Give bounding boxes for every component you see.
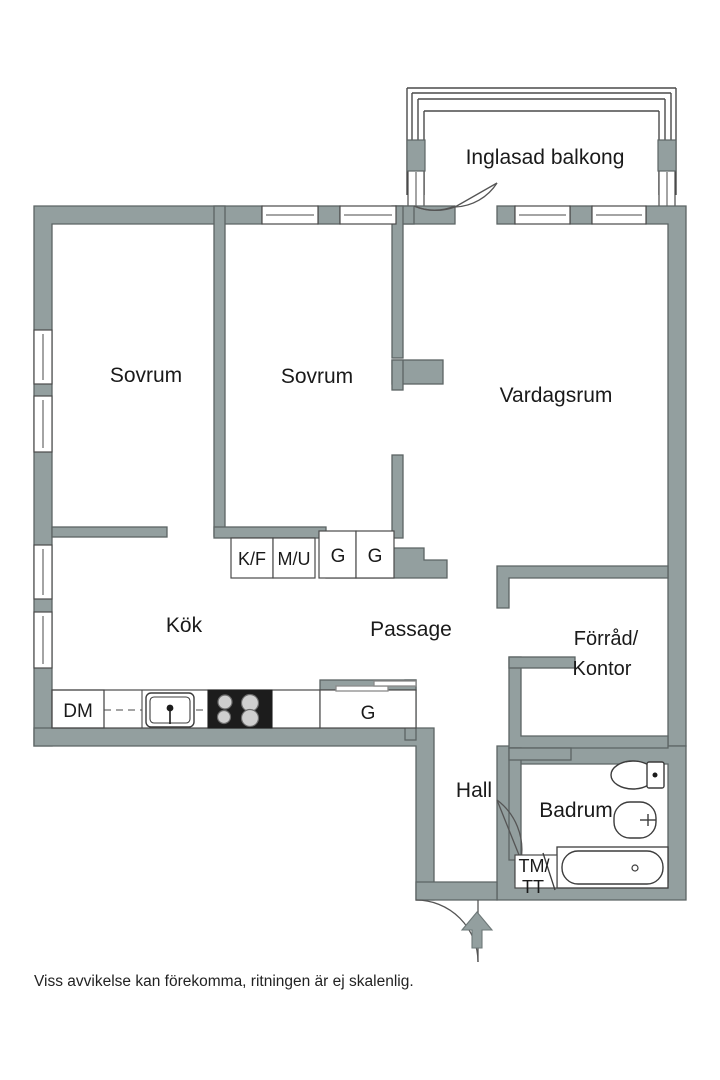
wall-interior-passage — [391, 454, 404, 539]
bathroom-fixtures — [514, 760, 669, 891]
wall-bath-hall — [508, 747, 522, 861]
room-label-kitchen: Kök — [166, 614, 203, 637]
wall-pier-top-4 — [569, 205, 593, 225]
wall-pier-top-3 — [496, 205, 516, 225]
wall-bath-top — [508, 747, 572, 761]
cabinet-label-washer-2: TT — [522, 877, 544, 897]
balcony-posts — [406, 139, 677, 172]
cabinet-micro-oven — [272, 537, 316, 579]
wall-storage-left-stub — [508, 656, 576, 669]
kitchen-counter — [51, 689, 321, 729]
room-label-bedroom-1: Sovrum — [110, 364, 182, 387]
passage-wardrobe — [319, 680, 417, 729]
room-label-hall: Hall — [456, 779, 492, 802]
cabinet-label-wardrobe-2: G — [368, 546, 383, 567]
room-label-passage: Passage — [370, 618, 452, 641]
room-label-storage-line2: Kontor — [573, 658, 632, 680]
cabinet-bank — [230, 530, 395, 579]
stove-cooktop — [207, 689, 273, 729]
cabinet-label-dishwasher: DM — [63, 701, 93, 722]
doors — [413, 205, 523, 963]
wall-stub-living-leg — [391, 359, 404, 391]
washbasin — [613, 801, 657, 839]
cabinet-wardrobe-1 — [318, 530, 357, 579]
wall-stub-kitchen — [51, 526, 168, 538]
door-bathroom-leaf — [496, 799, 522, 861]
cabinet-fridge-freezer — [230, 537, 274, 579]
cabinet-washer-dryer — [514, 854, 558, 889]
cabinet-label-fridge-freezer: K/F — [238, 549, 266, 569]
wall-interior-bedrooms — [213, 205, 226, 537]
disclaimer-caption: Viss avvikelse kan förekomma, ritningen … — [34, 973, 414, 990]
balcony-mullion-lines — [415, 172, 668, 206]
room-label-bedroom-2: Sovrum — [281, 365, 353, 388]
wall-entrance-threshold — [415, 881, 498, 901]
cabinet-label-wardrobe-3: G — [361, 703, 376, 724]
bathtub — [556, 846, 669, 889]
door-balcony-group — [454, 182, 498, 208]
room-label-bathroom: Badrum — [539, 799, 613, 822]
cabinet-label-washer-1: TM/ — [519, 856, 550, 876]
walls — [33, 205, 687, 901]
dishwasher-cell — [51, 689, 105, 729]
door-entrance-arc — [415, 899, 479, 963]
wall-storage-top — [496, 565, 669, 609]
cabinet-label-wardrobe-1: G — [331, 546, 346, 567]
entrance-arrow-icon — [460, 911, 494, 949]
toilet — [610, 760, 665, 790]
room-label-storage-line1: Förråd/ — [574, 628, 639, 650]
wall-pier-top-1 — [317, 205, 341, 225]
room-label-balcony: Inglasad balkong — [466, 146, 625, 169]
washer-dryer-divider — [542, 852, 556, 891]
door-bathroom-arc — [496, 799, 523, 861]
wall-interior-living-upper — [391, 205, 404, 359]
kitchen-sink — [145, 692, 195, 728]
windows — [33, 205, 647, 669]
wall-bedroom2-bottom — [213, 526, 327, 539]
cabinet-label-micro-oven: M/U — [278, 549, 311, 569]
room-label-livingroom: Vardagsrum — [500, 384, 613, 407]
cabinet-wardrobe-2 — [355, 530, 395, 579]
